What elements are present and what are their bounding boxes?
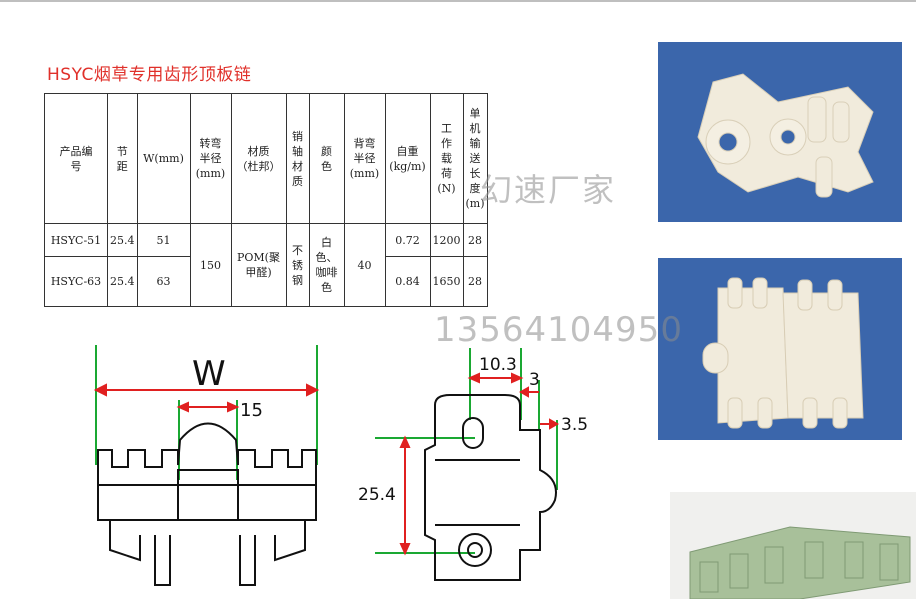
header-width: W(mm): [136, 93, 191, 224]
cell-weight: 0.72: [384, 223, 431, 257]
spec-table: 产品编号 节距 W(mm) 转弯半径(mm) 材质（杜邦） 销轴材质 颜色 背弯…: [44, 93, 488, 307]
cell-load: 1650: [429, 256, 464, 307]
dim-10-3-label: 10.3: [479, 355, 517, 375]
header-pin-material: 销轴材质: [285, 93, 310, 224]
cell-model: HSYC-63: [44, 256, 108, 307]
cell-load: 1200: [429, 223, 464, 257]
pitch-dim-label: 25.4: [358, 485, 396, 505]
watermark-phone: 13564104950: [434, 310, 683, 350]
cell-width: 51: [136, 223, 191, 257]
header-model: 产品编号: [44, 93, 108, 224]
cell-color: 白色、咖啡色: [308, 223, 345, 307]
header-load: 工作载荷(N): [429, 93, 464, 224]
product-photo-top: [658, 42, 902, 222]
cell-material: POM(聚甲醛): [230, 223, 287, 307]
product-photo-bottom: [670, 492, 916, 599]
header-weight: 自重(kg/m): [384, 93, 431, 224]
cell-width: 63: [136, 256, 191, 307]
header-length: 单机输送长度(m): [462, 93, 488, 224]
cell-model: HSYC-51: [44, 223, 108, 257]
dim-3-5-label: 3.5: [561, 415, 588, 435]
cell-length: 28: [462, 223, 488, 257]
width-label: W: [192, 354, 226, 394]
cell-turn-radius: 150: [189, 223, 232, 307]
header-back-radius: 背弯半径(mm): [343, 93, 386, 224]
header-color: 颜色: [308, 93, 345, 224]
table-row: HSYC-51 25.4 51 150 POM(聚甲醛) 不锈钢 白色、咖啡色 …: [44, 223, 488, 307]
header-material: 材质（杜邦）: [230, 93, 287, 224]
front-view-drawing: W 15: [93, 345, 320, 586]
table-row: HSYC-63 25.4 63 0.84 1650 28: [44, 256, 488, 307]
watermark-brand: 幻速厂家: [480, 171, 617, 209]
side-view-drawing: 10.3 3 3.5 25.4: [358, 348, 588, 581]
dim-3-label: 3: [529, 370, 540, 390]
product-photo-middle: [658, 258, 902, 440]
cell-pin-material: 不锈钢: [285, 223, 310, 307]
table-header-row: 产品编号 节距 W(mm) 转弯半径(mm) 材质（杜邦） 销轴材质 颜色 背弯…: [44, 93, 488, 224]
cell-pitch: 25.4: [107, 223, 138, 257]
page-title: HSYC烟草专用齿形顶板链: [47, 65, 252, 85]
cell-length: 28: [462, 256, 488, 307]
cell-weight: 0.84: [384, 256, 431, 307]
top-divider: [0, 0, 916, 2]
header-turn-radius: 转弯半径(mm): [189, 93, 232, 224]
inner-dim-label: 15: [240, 400, 263, 421]
header-pitch: 节距: [107, 93, 138, 224]
cell-pitch: 25.4: [107, 256, 138, 307]
cell-back-radius: 40: [343, 223, 386, 307]
